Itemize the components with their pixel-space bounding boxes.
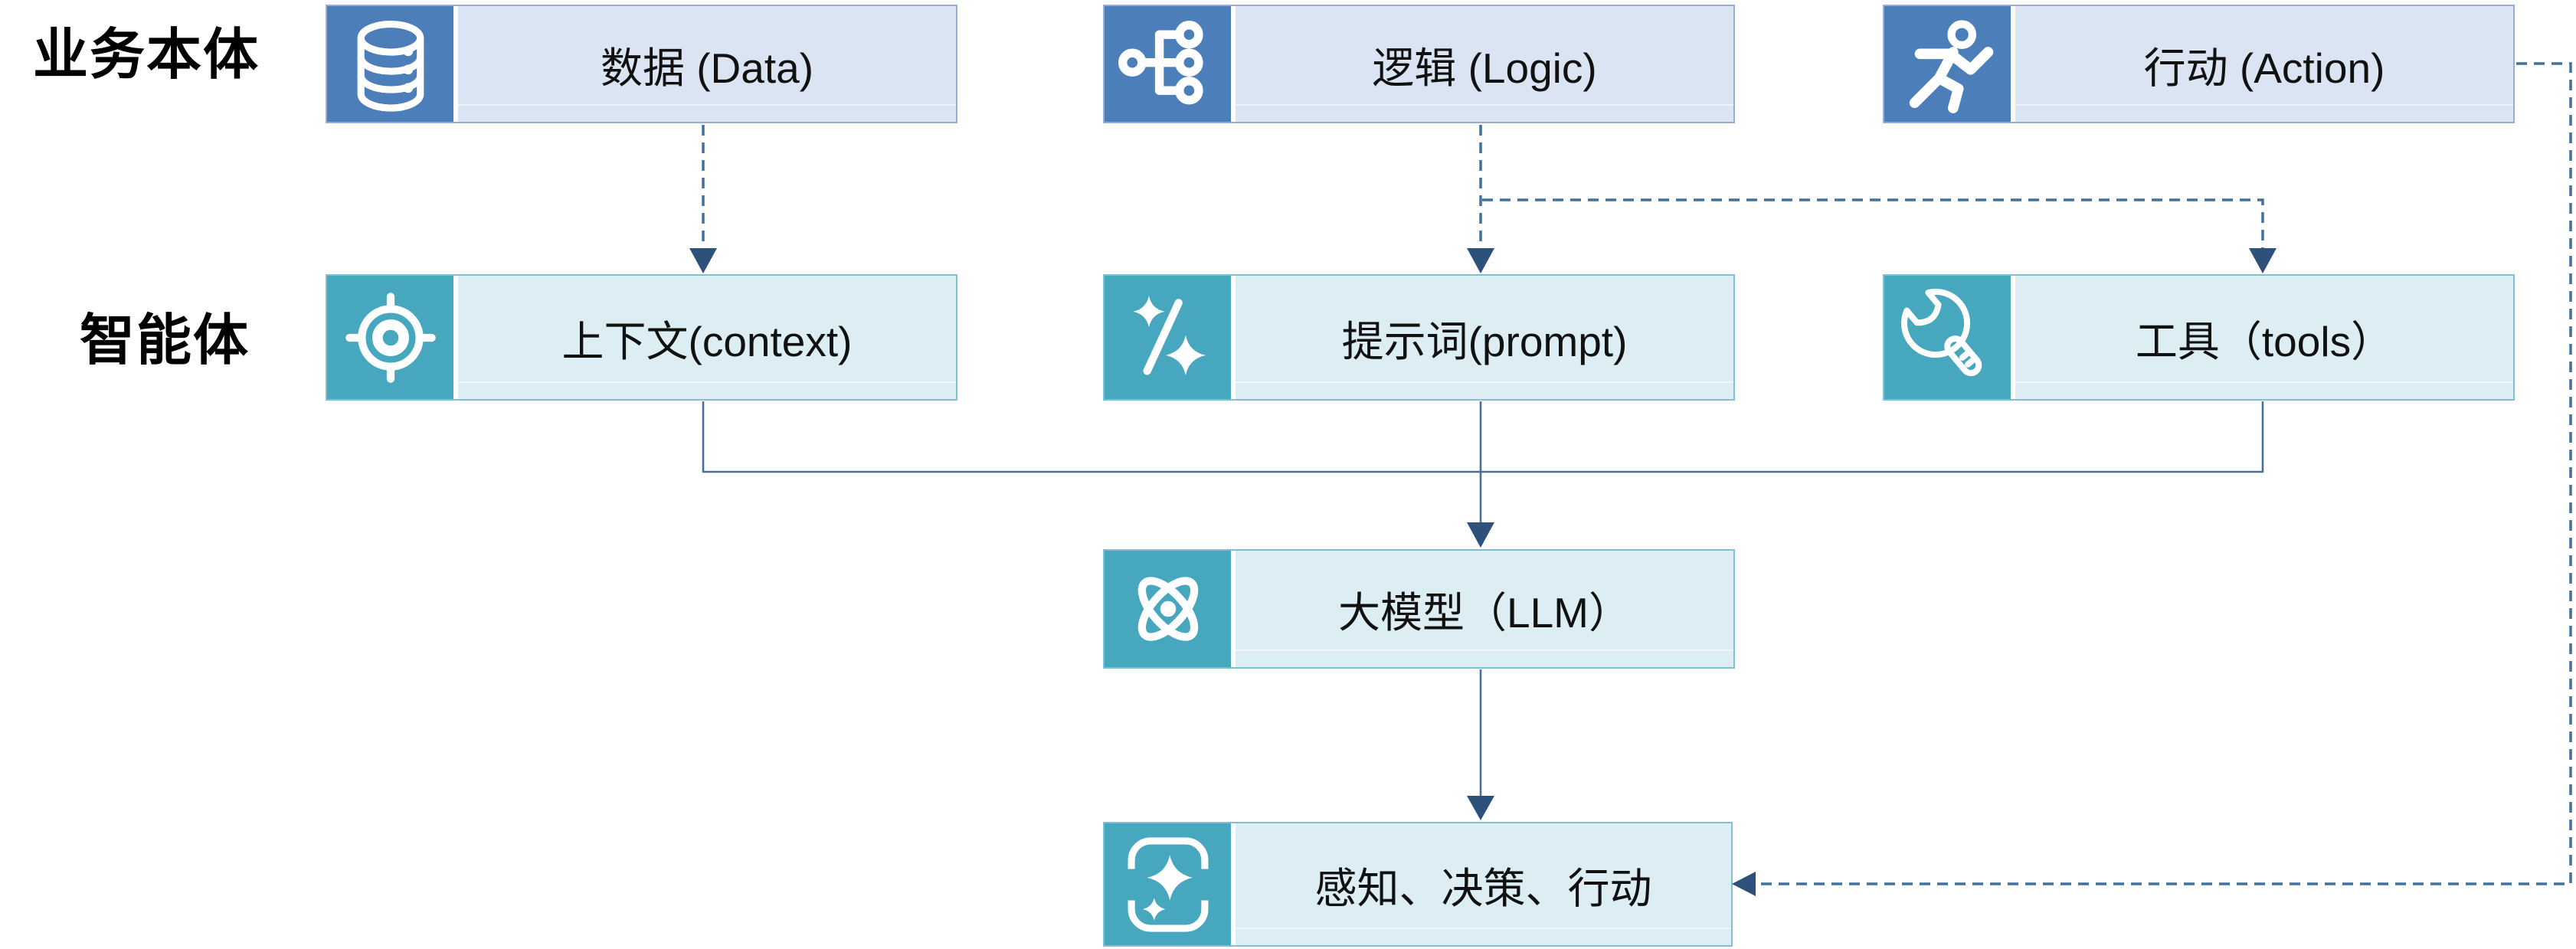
divider — [453, 276, 458, 399]
data-box: 数据 (Data) — [326, 5, 957, 123]
arrowhead-into-tools — [2249, 248, 2277, 273]
running-person-icon — [1884, 6, 2011, 122]
business-row-label: 业务本体 — [32, 25, 260, 86]
arrowhead-into-output-top — [1467, 796, 1494, 820]
agent-row-label: 智能体 — [79, 310, 250, 371]
logic-box: 逻辑 (Logic) — [1103, 5, 1735, 123]
context-box-label: 上下文(context) — [561, 317, 853, 365]
logic-box-label: 逻辑 (Logic) — [1372, 44, 1597, 92]
arrowhead-into-context — [689, 248, 717, 273]
connector-action-feedback-loop — [1757, 62, 2572, 885]
prompt-box: 提示词(prompt) — [1103, 274, 1735, 401]
arrowhead-into-llm — [1467, 522, 1494, 548]
output-box: 感知、决策、行动 — [1103, 822, 1733, 947]
arrowhead-into-output-side — [1732, 872, 1756, 896]
target-icon — [327, 276, 453, 399]
connector-logic-to-tools — [1482, 198, 2264, 250]
data-box-label: 数据 (Data) — [600, 44, 814, 92]
database-icon — [327, 6, 453, 122]
action-box: 行动 (Action) — [1883, 5, 2515, 123]
sparkle-frame-icon — [1105, 823, 1231, 945]
wrench-icon — [1884, 276, 2011, 399]
divider — [1231, 551, 1236, 667]
llm-box: 大模型（LLM） — [1103, 549, 1735, 669]
tools-box: 工具（tools） — [1883, 274, 2515, 401]
divider — [453, 6, 458, 122]
atom-icon — [1105, 551, 1231, 667]
action-box-label: 行动 (Action) — [2143, 44, 2385, 92]
logic-tree-icon — [1105, 6, 1231, 122]
divider — [1231, 823, 1236, 945]
divider — [1231, 6, 1236, 122]
sparkles-slash-icon — [1105, 276, 1231, 399]
arrowhead-into-prompt — [1467, 248, 1494, 273]
output-box-label: 感知、决策、行动 — [1314, 864, 1652, 912]
prompt-box-label: 提示词(prompt) — [1341, 317, 1628, 365]
divider — [1231, 276, 1236, 399]
llm-box-label: 大模型（LLM） — [1338, 589, 1631, 636]
tools-box-label: 工具（tools） — [2135, 317, 2394, 365]
context-box: 上下文(context) — [326, 274, 957, 401]
